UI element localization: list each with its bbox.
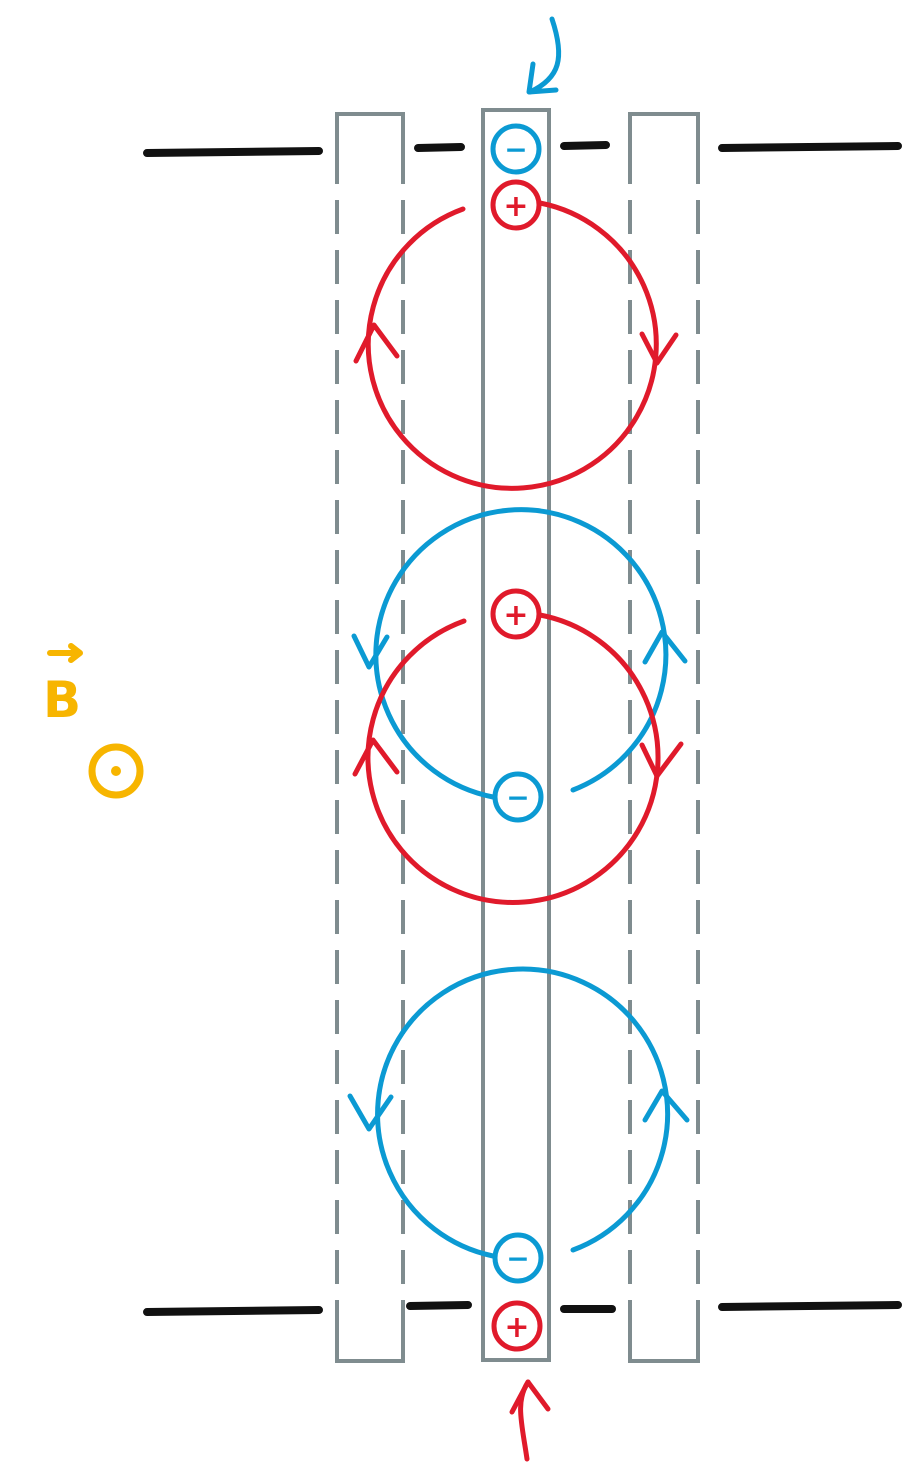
top-plus-charge: + [490, 179, 542, 231]
red-mid-left-arrow-icon [352, 737, 400, 777]
incoming-blue-current-arrow [527, 16, 562, 95]
plate-lines [143, 141, 902, 1316]
bottom-minus-charge: − [492, 1232, 544, 1284]
incoming-blue-arrowhead-icon [526, 61, 559, 95]
top-minus-charge: − [490, 123, 542, 175]
field-vector-arrow-icon [47, 643, 83, 663]
blue-bottom-left-arrow-icon [347, 1093, 394, 1132]
bottom-right-plate [718, 1301, 902, 1311]
bottom-plus-charge: + [491, 1300, 543, 1352]
field-out-of-page-dot-icon [111, 766, 121, 776]
red-loop-mid [365, 612, 661, 905]
terminal-arrows [509, 16, 562, 1462]
mid-plus-charge-label: + [503, 598, 528, 633]
bottom-left-inner-plate [406, 1301, 472, 1310]
blue-mid-right-arrow-icon [642, 629, 688, 665]
bottom-plus-charge-label: + [504, 1310, 529, 1345]
mid-minus-charge-label: − [506, 781, 529, 814]
top-left-plate [143, 147, 323, 157]
field-out-of-page-icon [88, 743, 144, 799]
conductor-structure [335, 108, 700, 1363]
top-minus-charge-label: − [504, 133, 527, 166]
left-channel-top [335, 112, 405, 150]
mid-minus-charge: − [492, 771, 544, 823]
red-top-right-arrow-icon [639, 331, 679, 366]
right-channel-top [628, 112, 700, 150]
red-mid-right-arrow-icon [639, 741, 684, 779]
top-plus-charge-label: + [503, 189, 528, 224]
blue-mid-left-arrow-icon [351, 633, 390, 670]
current-loops [365, 200, 671, 1259]
right-channel-bottom [628, 1325, 700, 1363]
magnetic-field-label: B [43, 643, 144, 799]
blue-bottom-right-arrow-icon [642, 1088, 690, 1123]
left-channel-bottom [335, 1325, 405, 1363]
top-right-plate [718, 142, 902, 152]
charges: − + + − − + [490, 123, 544, 1352]
red-loop-top [365, 200, 659, 491]
loop-arrows [347, 322, 690, 1132]
blue-loop-mid [373, 507, 669, 800]
bottom-left-plate [143, 1306, 323, 1316]
top-left-inner-plate [414, 143, 465, 152]
red-top-left-arrow-icon [353, 322, 400, 364]
field-symbol: B [43, 671, 81, 729]
blue-loop-bottom [375, 966, 671, 1259]
outgoing-red-arrowhead-icon [509, 1379, 551, 1415]
bottom-minus-charge-label: − [506, 1242, 529, 1275]
central-conductor [481, 108, 551, 1362]
top-right-inner-plate [560, 141, 610, 150]
mid-plus-charge: + [490, 588, 542, 640]
